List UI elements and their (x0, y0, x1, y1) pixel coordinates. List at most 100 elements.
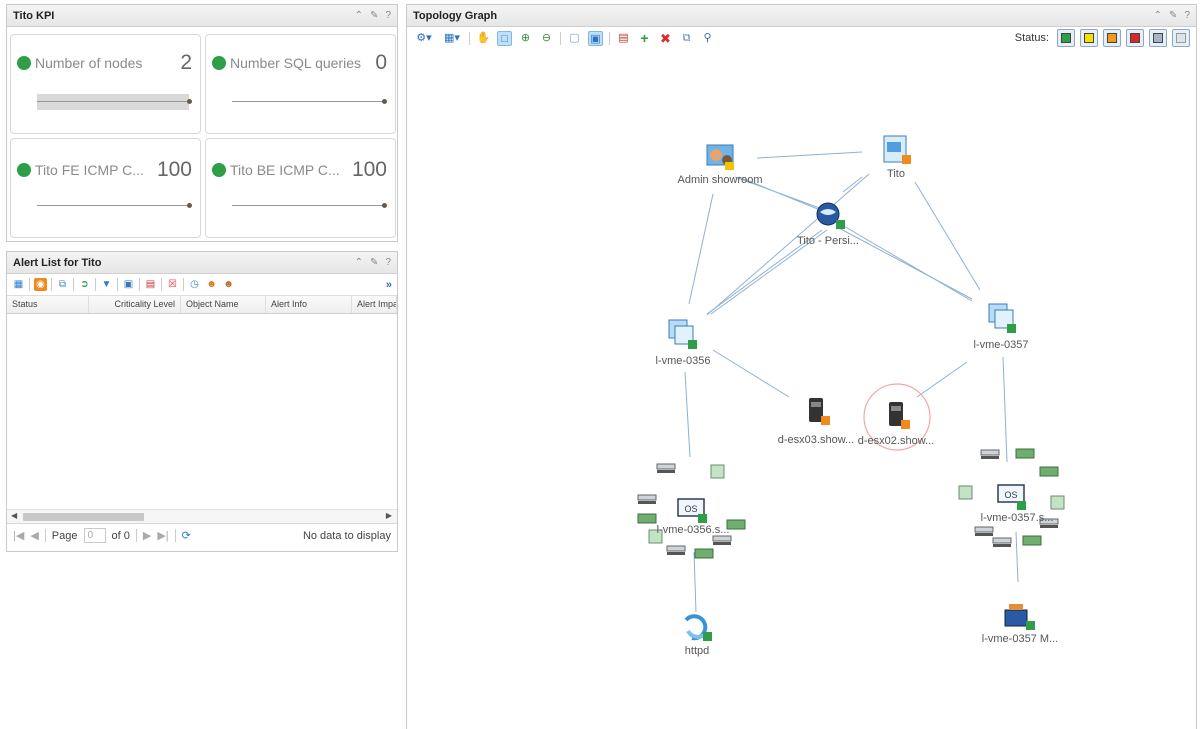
collapse-icon[interactable]: ⌃ (354, 10, 364, 21)
settings-menu-icon[interactable]: ⚙▾ (416, 31, 432, 44)
svg-text:OS: OS (684, 504, 697, 514)
disk-icon[interactable] (980, 449, 1000, 459)
scroll-right-icon[interactable]: ▶ (385, 511, 392, 520)
nic-icon[interactable] (1022, 535, 1042, 546)
kpi-name: Tito FE ICMP C... (35, 162, 144, 178)
zoom-out-icon[interactable]: ⊖ (541, 31, 552, 44)
node-l-vme-0356[interactable]: l-vme-0356 (655, 319, 711, 367)
status-yellow-toggle[interactable] (1080, 29, 1098, 47)
copy-icon[interactable]: ⧉ (682, 31, 691, 44)
node-l-vme-0357-os[interactable]: OS l-vme-0357.s... (981, 484, 1054, 524)
nic-icon[interactable] (1015, 448, 1035, 459)
layout-menu-icon[interactable]: ▦▾ (444, 31, 460, 44)
memory-icon[interactable] (648, 529, 663, 544)
help-icon[interactable]: ? (1184, 10, 1190, 21)
delete-alert-icon[interactable]: ☒ (168, 279, 177, 290)
node-tito[interactable]: Tito (883, 135, 911, 180)
pager: |◀ ◀ Page of 0 ▶ ▶| ⟳ No data to display (7, 523, 397, 547)
status-unknown-toggle[interactable] (1149, 29, 1167, 47)
node-l-vme-0357-m[interactable]: l-vme-0357 M... (982, 604, 1058, 645)
chart-icon[interactable]: ▤ (618, 31, 629, 44)
scroll-thumb[interactable] (23, 513, 144, 521)
kpi-tile-be-icmp[interactable]: Tito BE ICMP C... 100 (205, 138, 396, 238)
col-object-name[interactable]: Object Name (181, 296, 266, 313)
nic-icon[interactable] (726, 519, 746, 530)
user-icon[interactable]: ☻ (206, 279, 217, 290)
node-tito-persistence[interactable]: Tito - Persi... (797, 202, 859, 247)
filter-icon[interactable]: ▼ (101, 279, 112, 290)
panel-title: Alert List for Tito (13, 256, 102, 269)
help-icon[interactable]: ? (385, 257, 391, 268)
cluster-0356-components (637, 463, 746, 559)
collapse-icon[interactable]: ⌃ (354, 257, 364, 268)
export-icon[interactable]: ➲ (80, 279, 89, 290)
disk-icon[interactable] (712, 535, 732, 545)
disk-icon[interactable] (974, 526, 994, 536)
disk-icon[interactable] (656, 463, 676, 473)
more-tools-button[interactable]: » (385, 278, 392, 291)
report-icon[interactable]: ▤ (145, 279, 156, 290)
clock-icon[interactable]: ◷ (190, 279, 199, 290)
memory-icon[interactable] (1050, 495, 1065, 510)
select-icon[interactable]: □ (497, 30, 512, 46)
add-icon[interactable]: + (640, 29, 649, 46)
search-icon[interactable]: ⚲ (703, 31, 712, 44)
delete-icon[interactable]: ✖ (660, 30, 671, 46)
status-none-toggle[interactable] (1172, 29, 1190, 47)
zoom-in-icon[interactable]: ⊕ (520, 31, 531, 44)
status-green-toggle[interactable] (1057, 29, 1075, 47)
node-admin-showroom[interactable]: Admin showroom (678, 144, 763, 186)
disk-icon[interactable] (666, 545, 686, 555)
horizontal-scrollbar[interactable]: ◀ ▶ (7, 509, 397, 523)
rss-icon[interactable]: ◉ (34, 278, 47, 291)
nic-icon[interactable] (637, 513, 657, 524)
first-page-icon[interactable]: |◀ (13, 530, 25, 542)
last-page-icon[interactable]: ▶| (157, 530, 169, 542)
refresh-icon[interactable]: ⟳ (181, 530, 191, 542)
disk-icon[interactable] (1039, 518, 1059, 528)
edit-icon[interactable]: ✎ (370, 10, 379, 21)
col-alert-impact[interactable]: Alert Impa (352, 296, 397, 313)
memory-icon[interactable] (958, 485, 973, 500)
nic-icon[interactable] (694, 548, 714, 559)
col-criticality[interactable]: Criticality Level (89, 296, 181, 313)
calendar-icon[interactable]: ▣ (123, 279, 134, 290)
memory-icon[interactable] (710, 464, 725, 479)
selection-ring (863, 383, 931, 451)
status-orange-toggle[interactable] (1103, 29, 1121, 47)
disk-icon[interactable] (637, 494, 657, 504)
node-d-esx03[interactable]: d-esx03.show... (778, 398, 854, 446)
disk-icon[interactable] (992, 537, 1012, 547)
status-red-toggle[interactable] (1126, 29, 1144, 47)
node-label: l-vme-0357 M... (982, 633, 1058, 645)
fit-icon[interactable]: ▢ (569, 31, 580, 44)
edit-icon[interactable]: ✎ (1169, 10, 1178, 21)
alert-panel-header: Alert List for Tito ⌃ ✎ ? (7, 252, 397, 274)
collapse-icon[interactable]: ⌃ (1153, 10, 1163, 21)
topology-canvas[interactable]: Admin showroom Tito Tito - Persi... (407, 52, 1196, 728)
next-page-icon[interactable]: ▶ (142, 530, 152, 542)
user-remove-icon[interactable]: ☻ (223, 279, 234, 290)
edit-icon[interactable]: ✎ (370, 257, 379, 268)
col-status[interactable]: Status (7, 296, 89, 313)
prev-page-icon[interactable]: ◀ (30, 530, 39, 542)
kpi-tile-sql-queries[interactable]: Number SQL queries 0 (205, 34, 396, 134)
scroll-left-icon[interactable]: ◀ (11, 511, 18, 520)
kpi-name: Number of nodes (35, 55, 143, 71)
node-l-vme-0356-os[interactable]: OS l-vme-0356.s... (657, 498, 730, 536)
hierarchy-icon[interactable]: ▦ (13, 279, 24, 290)
pan-hand-icon[interactable]: ✋ (476, 31, 491, 44)
copy-icon[interactable]: ⧉ (58, 279, 67, 290)
overview-icon[interactable]: ▣ (588, 30, 603, 46)
page-label: Page (51, 529, 78, 542)
help-icon[interactable]: ? (385, 10, 391, 21)
node-d-esx02[interactable]: d-esx02.show... (858, 402, 934, 447)
nic-icon[interactable] (1039, 466, 1059, 477)
node-l-vme-0357[interactable]: l-vme-0357 (973, 303, 1029, 351)
page-input[interactable] (83, 528, 106, 543)
col-alert-info[interactable]: Alert Info (266, 296, 352, 313)
os-icon: OS (997, 484, 1026, 510)
node-httpd[interactable]: httpd (684, 614, 712, 657)
kpi-tile-fe-icmp[interactable]: Tito FE ICMP C... 100 (10, 138, 201, 238)
kpi-tile-nodes[interactable]: Number of nodes 2 (10, 34, 201, 134)
